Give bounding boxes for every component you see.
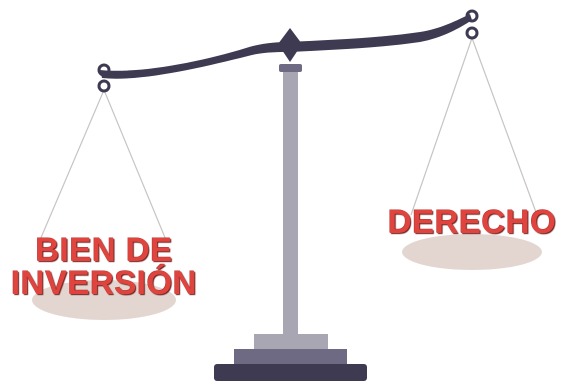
- left-pan-label-line1: BIEN DE: [35, 231, 173, 268]
- beam-pivot: [278, 28, 302, 62]
- left-pan-label-line2: INVERSIÓN: [10, 264, 198, 301]
- scale-pillar: [283, 66, 298, 338]
- base-bottom: [214, 364, 367, 381]
- right-hook-icon: [465, 9, 479, 40]
- left-hook-icon: [97, 63, 111, 93]
- right-pan-label: DERECHO: [387, 203, 557, 240]
- right-pan-strings: [410, 37, 538, 216]
- pillar-collar: [279, 64, 302, 72]
- right-pan: [402, 234, 542, 270]
- left-pan-strings: [39, 89, 167, 241]
- base-middle: [234, 349, 347, 365]
- base-top: [254, 334, 328, 350]
- left-pan-label: BIEN DE INVERSIÓN: [4, 233, 204, 299]
- left-pan: [32, 280, 176, 320]
